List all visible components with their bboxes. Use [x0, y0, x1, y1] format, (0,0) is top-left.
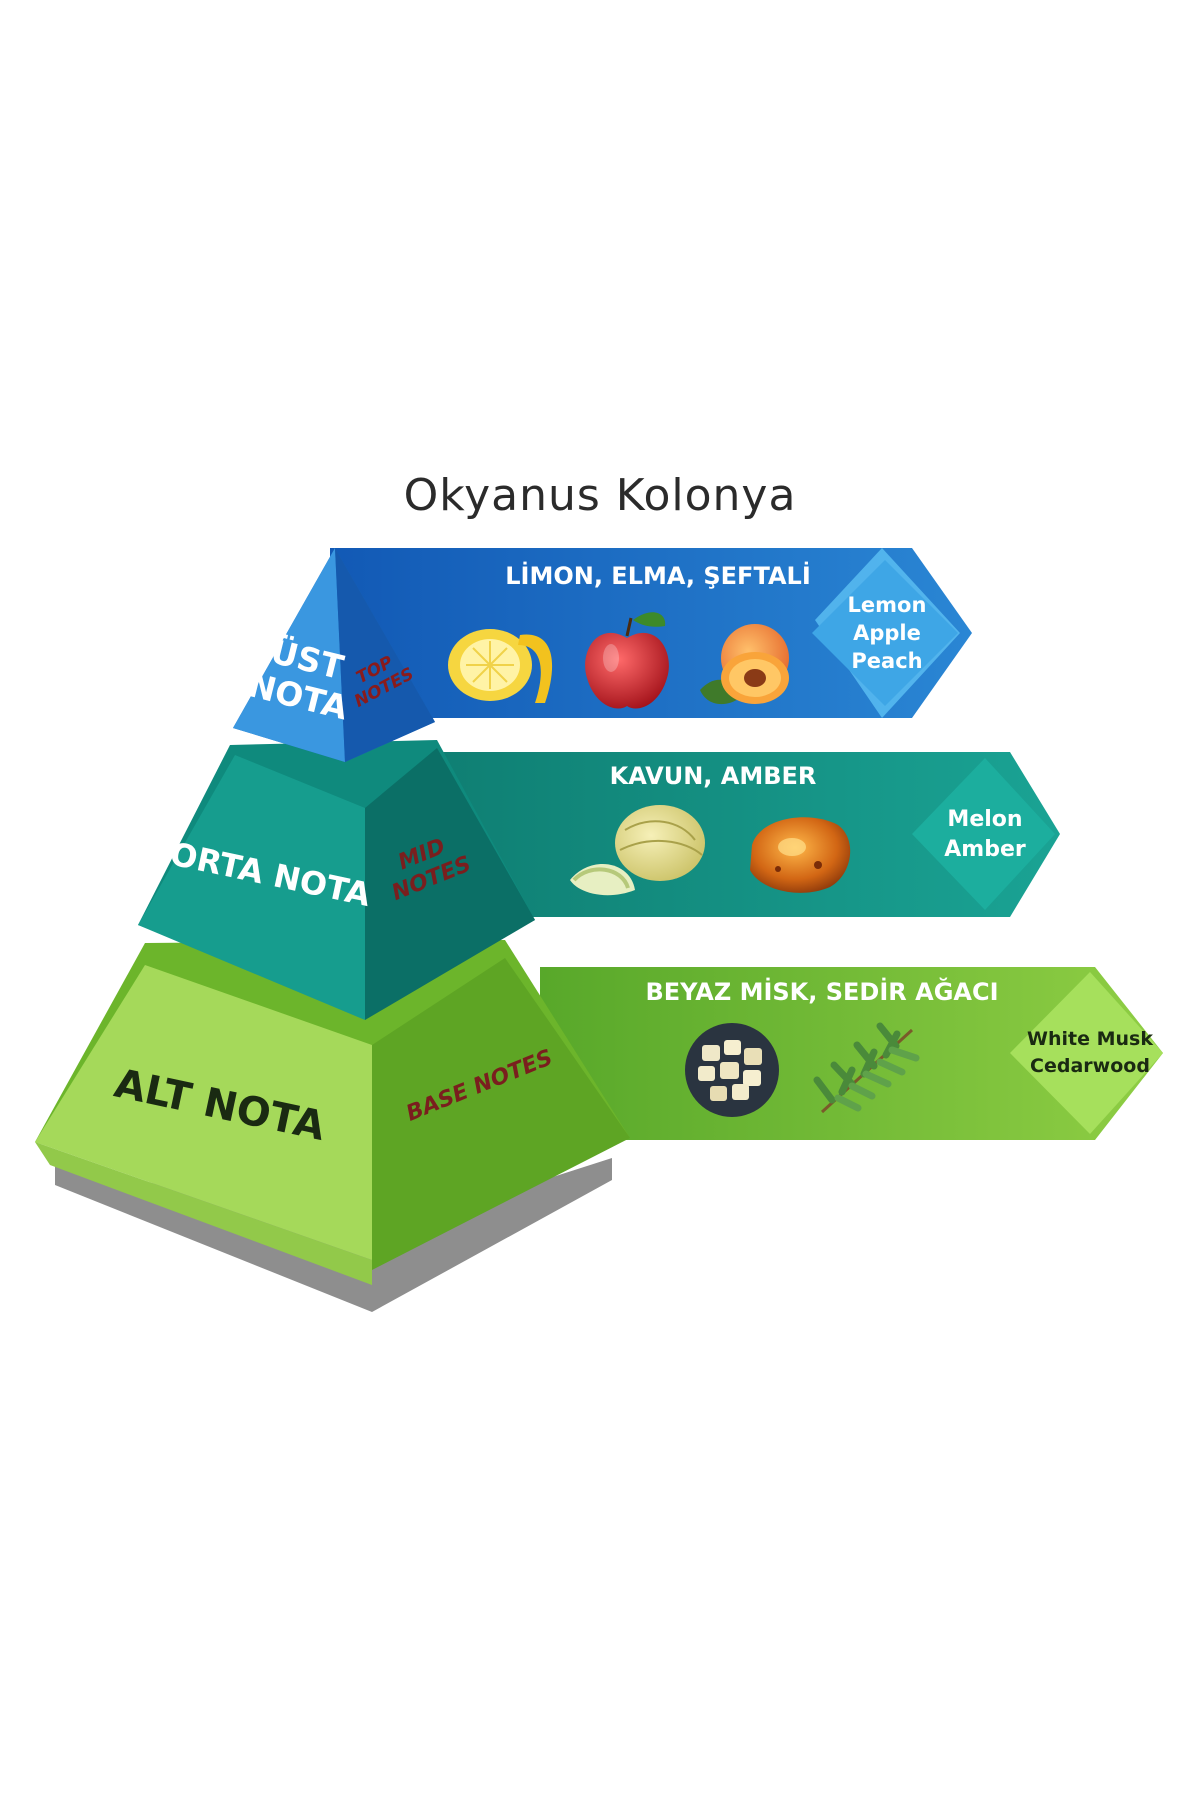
top-ingredients-tr: LİMON, ELMA, ŞEFTALİ [505, 561, 811, 590]
mid-ingredient-en-1: Melon [947, 807, 1022, 832]
peach-icon [700, 624, 789, 705]
mid-ingredients-tr: KAVUN, AMBER [610, 762, 817, 790]
page-title: Okyanus Kolonya [403, 470, 797, 521]
cedarwood-icon [813, 1022, 920, 1114]
pyramid-mid-tier [138, 740, 535, 1020]
melon-icon [570, 805, 705, 896]
base-ingredient-en-1: White Musk [1027, 1028, 1153, 1050]
top-ingredient-en-3: Peach [851, 649, 922, 673]
top-ingredient-en-2: Apple [853, 621, 921, 645]
base-ingredient-en-2: Cedarwood [1030, 1055, 1150, 1077]
base-ingredients-tr: BEYAZ MİSK, SEDİR AĞACI [645, 976, 998, 1006]
mid-ingredient-en-2: Amber [944, 837, 1026, 862]
amber-icon [750, 817, 851, 893]
top-ingredient-en-1: Lemon [848, 593, 927, 617]
apple-icon [585, 612, 669, 709]
pyramid-base-tier [35, 940, 630, 1285]
white-musk-icon [685, 1023, 779, 1117]
pyramid-top-tier [233, 548, 435, 762]
lemon-icon [448, 629, 553, 703]
